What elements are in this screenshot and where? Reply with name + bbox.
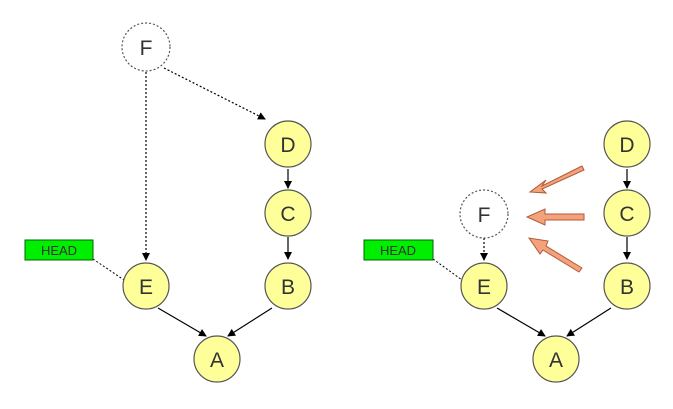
left-graph: HEAD F D C E B A	[24, 22, 312, 383]
edge-F-D-left	[163, 67, 266, 120]
right-graph: HEAD F D C E B A	[363, 120, 651, 383]
replay-arrow-D	[528, 165, 585, 194]
node-label: C	[280, 203, 295, 226]
commit-node-D-left: D	[264, 120, 312, 168]
node-label: B	[620, 276, 634, 299]
edge-E-A-right	[496, 307, 546, 337]
commit-node-F-left: F	[121, 22, 171, 72]
edge-B-A-right	[566, 307, 612, 337]
replay-arrow-B	[527, 237, 583, 273]
node-label: F	[478, 204, 491, 227]
commit-node-B-right: B	[603, 262, 651, 310]
replay-arrow-C	[525, 208, 585, 226]
edge-B-A-left	[227, 307, 273, 337]
node-label: A	[210, 349, 224, 372]
node-label: B	[281, 276, 295, 299]
commit-node-D-right: D	[603, 120, 651, 168]
commit-node-E-left: E	[122, 262, 170, 310]
commit-node-A-right: A	[532, 335, 580, 383]
edge-HEAD-E-left	[92, 258, 125, 281]
commit-node-B-left: B	[264, 262, 312, 310]
node-label: D	[280, 134, 295, 157]
node-label: A	[549, 349, 563, 372]
commit-node-C-left: C	[264, 189, 312, 237]
head-label-left: HEAD	[41, 243, 77, 258]
commit-node-F-right: F	[459, 189, 509, 239]
edge-HEAD-E-right	[432, 258, 463, 281]
head-pointer-right	[363, 239, 434, 261]
edge-E-A-left	[157, 307, 207, 337]
node-label: C	[619, 203, 634, 226]
head-pointer-left	[24, 239, 94, 261]
head-label-right: HEAD	[380, 243, 416, 258]
node-label: D	[619, 134, 634, 157]
node-label: F	[140, 37, 153, 60]
node-label: E	[477, 276, 491, 299]
commit-node-A-left: A	[193, 335, 241, 383]
commit-node-E-right: E	[460, 262, 508, 310]
commit-node-C-right: C	[603, 189, 651, 237]
node-label: E	[139, 276, 153, 299]
